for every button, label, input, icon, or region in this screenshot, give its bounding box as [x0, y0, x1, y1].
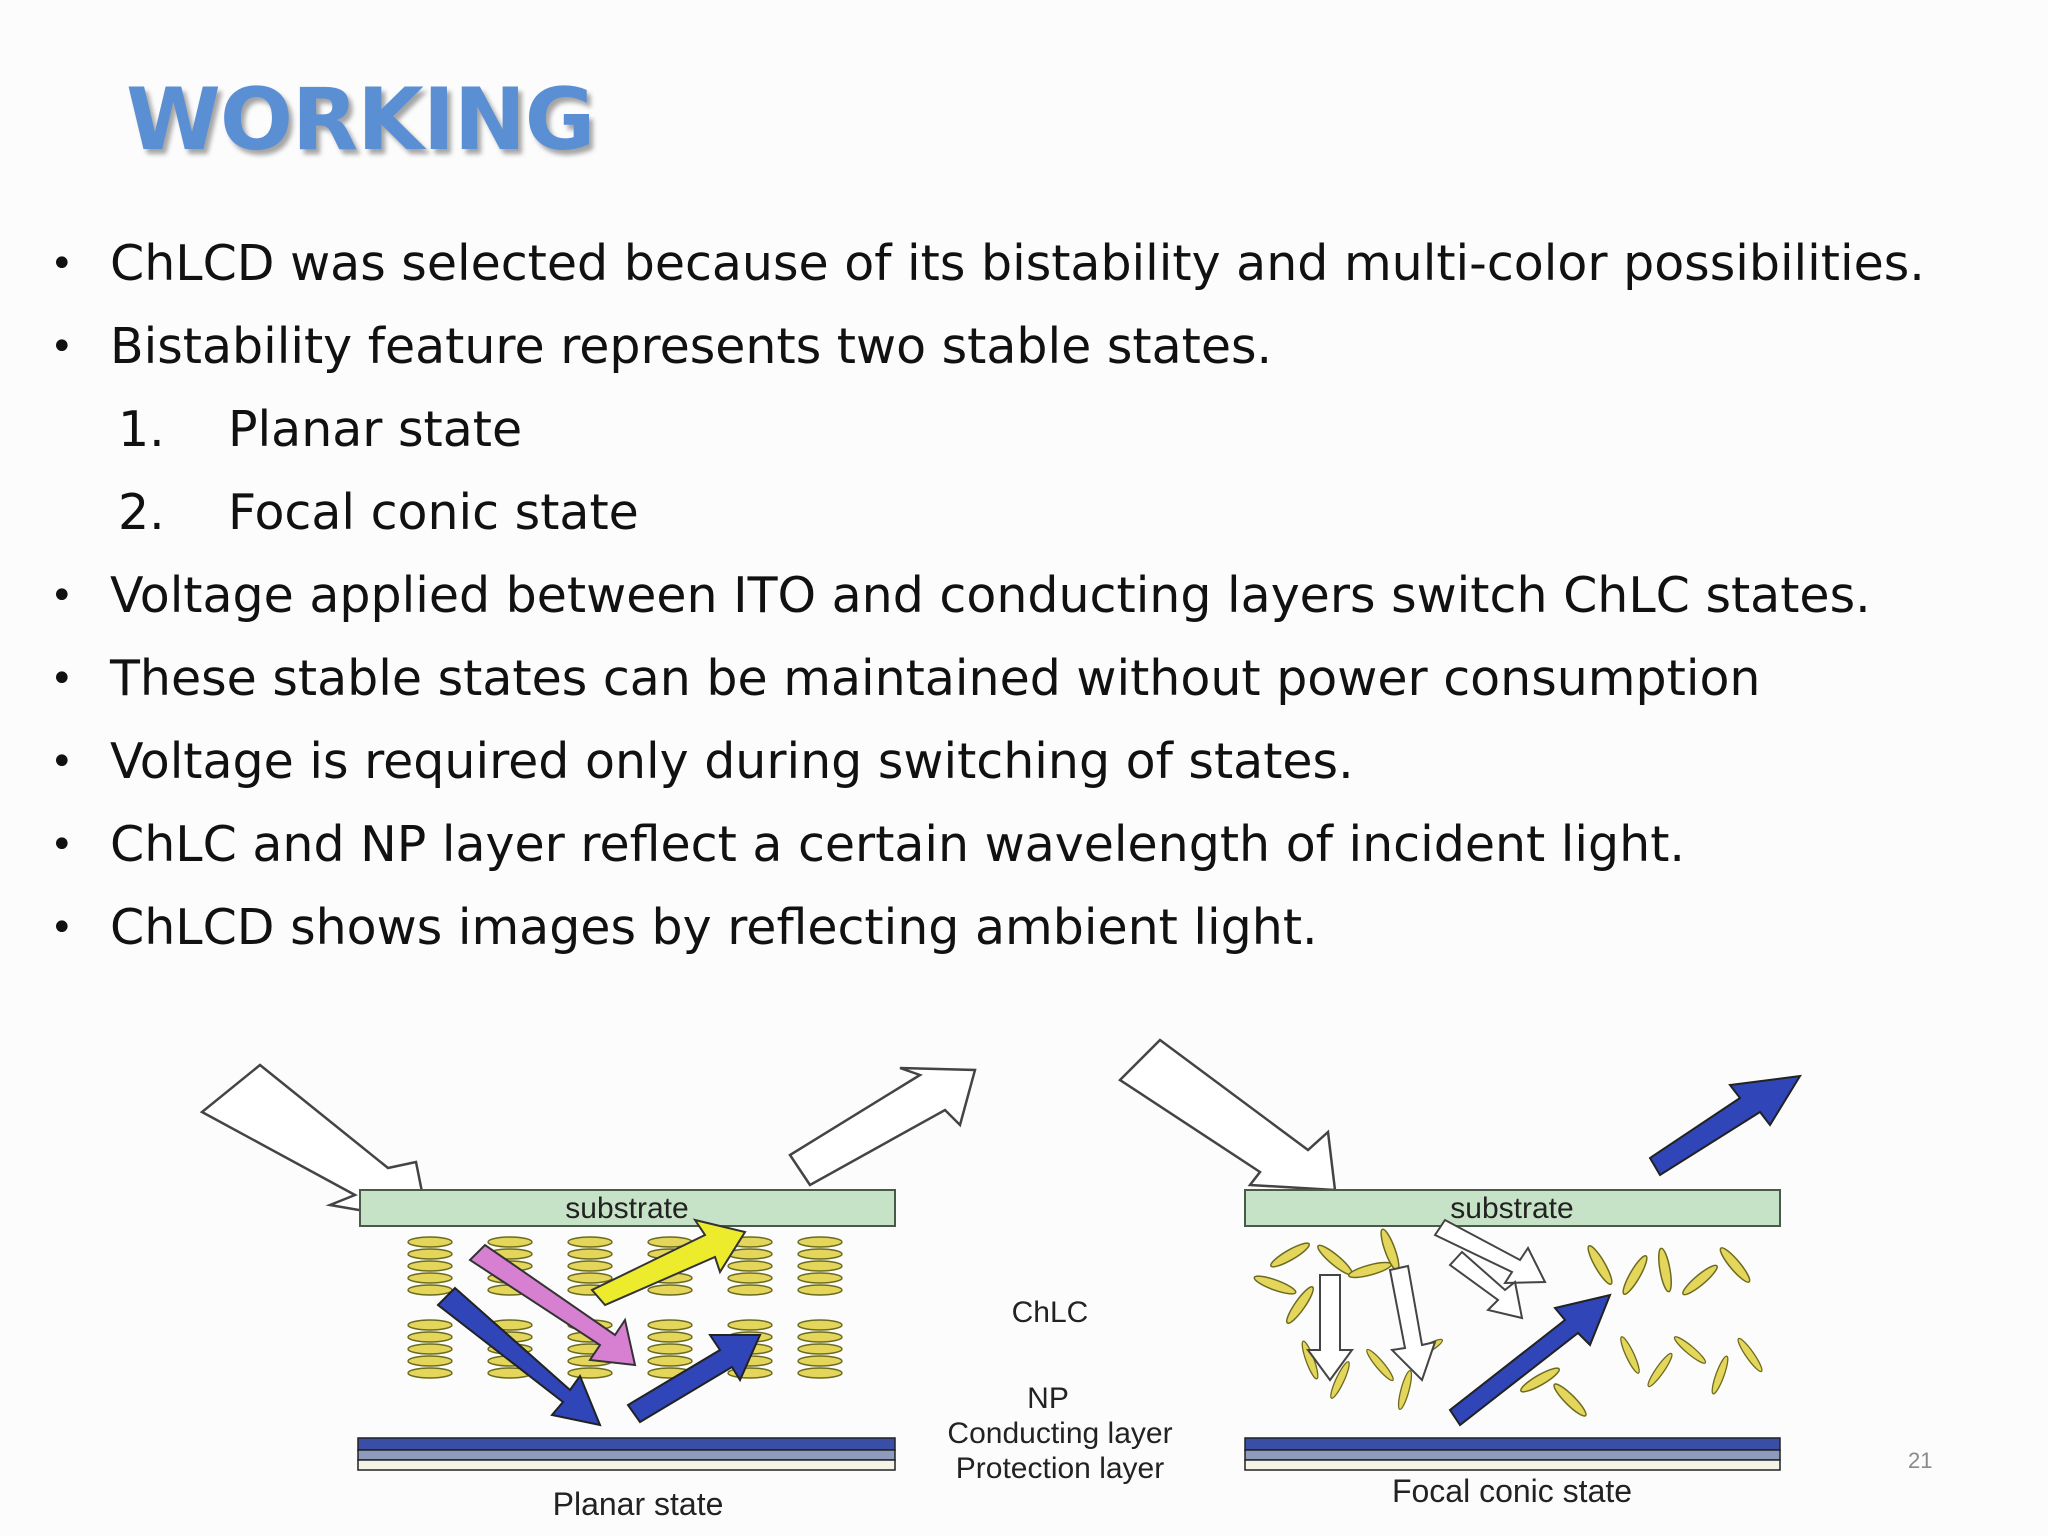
blue-arrow-up — [1448, 1293, 1612, 1427]
bullet-item: • ChLCD was selected because of its bist… — [50, 222, 1950, 305]
bullet-text: ChLC and NP layer reflect a certain wave… — [110, 816, 1685, 873]
bullet-item: • These stable states can be maintained … — [50, 637, 1950, 720]
bullet-marker: • — [50, 572, 74, 619]
numbered-text: Focal conic state — [228, 484, 639, 541]
numbered-item: 2. Focal conic state — [50, 471, 1950, 554]
substrate-layer — [1244, 1189, 1781, 1227]
bullet-text: Voltage applied between ITO and conducti… — [110, 567, 1871, 624]
planar-state-panel: substrate Planar state — [199, 1063, 977, 1522]
chlcd-diagram: substrate Planar state ChLC NP Conductin… — [199, 1038, 1802, 1522]
bullet-text: Bistability feature represents two stabl… — [110, 318, 1273, 375]
bullet-item: • ChLC and NP layer reflect a certain wa… — [50, 803, 1950, 886]
conducting-layer-label: Conducting layer — [947, 1417, 1172, 1450]
scattered-white-arrow — [1433, 1218, 1547, 1285]
bullet-marker: • — [50, 323, 74, 370]
yellow-arrow — [590, 1218, 747, 1307]
planar-state-caption: Planar state — [553, 1486, 724, 1522]
protection-layer — [357, 1459, 896, 1471]
incident-light-arrow — [1118, 1038, 1337, 1192]
scattered-blue-arrow — [1648, 1074, 1802, 1177]
reflected-light-arrow — [788, 1066, 977, 1187]
bullet-marker: • — [50, 904, 74, 951]
numbered-item: 1. Planar state — [50, 388, 1950, 471]
bullet-text: Voltage is required only during switchin… — [110, 733, 1354, 790]
slide-title: WORKING — [126, 70, 595, 170]
bullet-item: • Voltage is required only during switch… — [50, 720, 1950, 803]
substrate-layer — [359, 1189, 896, 1227]
bullet-item: • ChLCD shows images by reflecting ambie… — [50, 886, 1950, 969]
protection-layer — [1244, 1459, 1781, 1471]
page-number: 21 — [1908, 1448, 1933, 1473]
substrate-label: substrate — [1450, 1192, 1573, 1225]
np-label: NP — [1027, 1382, 1069, 1415]
number-marker: 1. — [118, 401, 165, 458]
bullet-marker: • — [50, 655, 74, 702]
scattered-white-arrow — [1388, 1264, 1437, 1382]
chlc-label: ChLC — [1012, 1296, 1089, 1329]
focal-conic-state-caption: Focal conic state — [1392, 1473, 1632, 1509]
bullet-item: • Voltage applied between ITO and conduc… — [50, 554, 1950, 637]
blue-arrow-up — [626, 1334, 762, 1424]
numbered-text: Planar state — [228, 401, 523, 458]
focal-conic-state-panel: substrate — [1118, 1038, 1802, 1509]
bullet-text: These stable states can be maintained wi… — [110, 650, 1761, 707]
bullet-text: ChLCD was selected because of its bistab… — [110, 235, 1925, 292]
scattered-white-arrow — [1306, 1274, 1354, 1382]
protection-layer-label: Protection layer — [956, 1452, 1164, 1485]
scattered-white-arrow — [1448, 1250, 1524, 1320]
substrate-label: substrate — [565, 1192, 688, 1225]
bullet-marker: • — [50, 240, 74, 287]
pink-arrow — [468, 1243, 637, 1367]
bullet-item: • Bistability feature represents two sta… — [50, 305, 1950, 388]
bullet-marker: • — [50, 738, 74, 785]
conducting-layer — [1244, 1449, 1781, 1461]
np-layer — [1244, 1437, 1781, 1451]
conducting-layer — [357, 1449, 896, 1461]
bullet-list: • ChLCD was selected because of its bist… — [50, 222, 1950, 969]
bullet-text: ChLCD shows images by reflecting ambient… — [110, 899, 1318, 956]
number-marker: 2. — [118, 484, 165, 541]
bullet-marker: • — [50, 821, 74, 868]
blue-arrow-down — [436, 1286, 602, 1427]
np-layer — [357, 1437, 896, 1451]
